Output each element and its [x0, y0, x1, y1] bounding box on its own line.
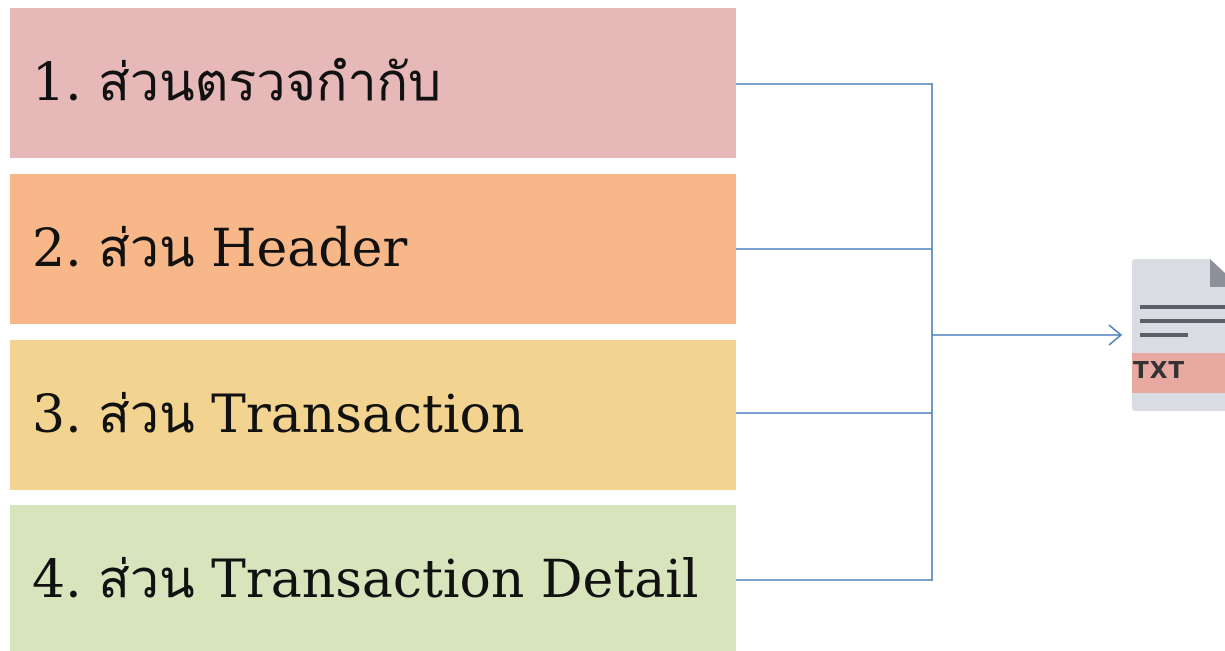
section-label-4: 4. ส่วน Transaction Detail — [32, 550, 699, 610]
section-label-2: 2. ส่วน Header — [32, 219, 408, 279]
section-box-1: 1. ส่วนตรวจกำกับ — [10, 8, 736, 158]
file-fold — [1210, 259, 1225, 287]
section-box-4: 4. ส่วน Transaction Detail — [10, 505, 736, 651]
section-box-3: 3. ส่วน Transaction — [10, 340, 736, 490]
text-line-2 — [1140, 319, 1225, 323]
txt-file-icon: TXT — [1128, 259, 1225, 411]
arrowhead-icon — [1108, 324, 1123, 346]
section-label-1: 1. ส่วนตรวจกำกับ — [32, 53, 442, 113]
txt-badge — [1132, 353, 1225, 393]
section-box-2: 2. ส่วน Header — [10, 174, 736, 324]
section-label-3: 3. ส่วน Transaction — [32, 385, 525, 445]
txt-label: TXT — [1133, 358, 1186, 384]
text-line-1 — [1140, 305, 1225, 309]
text-line-3 — [1140, 333, 1188, 337]
